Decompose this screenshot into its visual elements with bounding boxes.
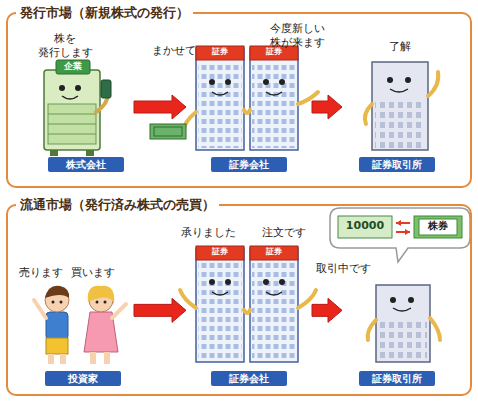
securities-buildings — [150, 46, 318, 150]
sign-text: 証券 — [196, 247, 244, 257]
actor-label: 証券取引所 — [359, 371, 435, 386]
actor-label: 株式会社 — [48, 157, 124, 172]
speech-bubble — [330, 208, 470, 262]
company-character — [44, 60, 111, 156]
sign-text: 証券 — [250, 47, 298, 57]
flow-arrow — [134, 298, 186, 322]
speech-text: 今度新しい 株が来ます — [262, 22, 332, 50]
sign-text: 証券 — [196, 47, 244, 57]
banknote-text: 10000 — [338, 219, 392, 233]
section-heading: 発行市場（新規株式の発行） — [16, 4, 193, 21]
actor-box: 証券取引所 — [342, 264, 452, 386]
exchange-building — [365, 62, 438, 150]
investor-children — [34, 286, 126, 364]
flow-arrow — [134, 95, 186, 119]
actor-label: 証券会社 — [211, 371, 287, 386]
flow-arrow — [312, 95, 342, 119]
speech-text: 承りました — [176, 226, 240, 240]
exchange-building — [368, 285, 440, 362]
section-heading: 流通市場（発行済み株式の売買） — [16, 196, 219, 213]
sign-text: 証券 — [250, 247, 298, 257]
actor-box: 証券会社 — [186, 42, 312, 172]
actor-label: 証券会社 — [211, 157, 287, 172]
speech-text: 売ります — [16, 266, 66, 280]
speech-text: まかせて — [146, 44, 202, 58]
actor-box: 株式会社 — [38, 42, 134, 172]
actor-box: 証券会社 — [186, 264, 312, 386]
speech-text: 取引中です — [310, 262, 376, 276]
speech-text: 注文です — [256, 226, 312, 240]
actor-box: 証券取引所 — [342, 42, 452, 172]
market-panel: 流通市場（発行済み株式の売買）投資家証券会社証券取引所 — [6, 204, 472, 396]
certificate-text: 株券 — [419, 220, 457, 233]
speech-text: 買います — [68, 266, 118, 280]
sign-text: 企業 — [56, 61, 90, 72]
actor-label: 投資家 — [45, 371, 121, 386]
speech-text: 株を 発行します — [34, 32, 96, 60]
speech-text: 了解 — [380, 40, 420, 54]
actor-box: 投資家 — [32, 264, 134, 386]
flow-arrow — [312, 298, 342, 322]
actor-label: 証券取引所 — [359, 157, 435, 172]
securities-buildings — [180, 246, 316, 362]
